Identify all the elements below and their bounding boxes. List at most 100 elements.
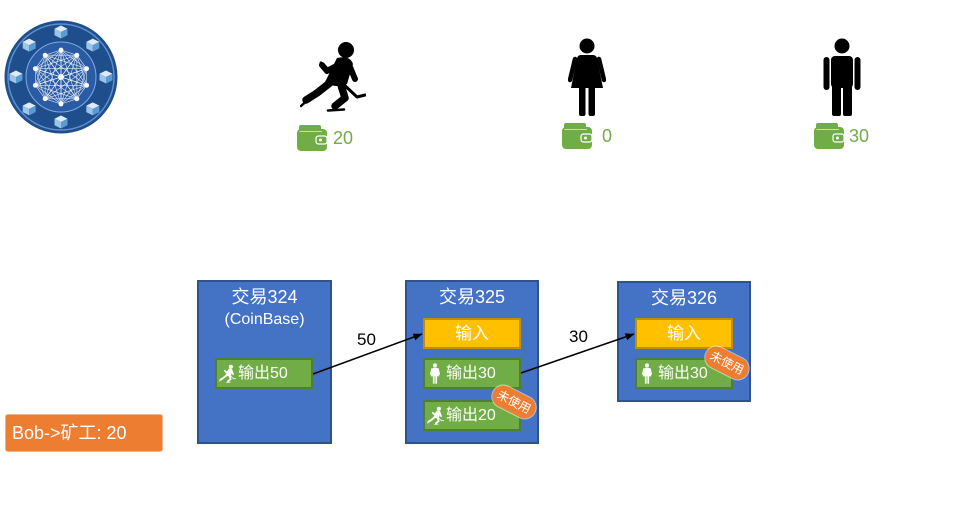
wallet-shape bbox=[814, 123, 844, 149]
cube-left-face bbox=[99, 73, 106, 84]
transaction-output: 输出30 未使用 bbox=[635, 342, 753, 389]
transaction-box-326: 交易326 输入 输出30 未使用 bbox=[617, 281, 753, 402]
transaction-box-325: 交易325 输入 输出30 输出20 未使用 bbox=[405, 280, 540, 444]
network-link bbox=[35, 76, 62, 86]
transaction-input: 输入 bbox=[635, 318, 733, 349]
transaction-box-324: 交易324 (CoinBase) 输出50 bbox=[197, 280, 332, 444]
network-cube-icon bbox=[54, 115, 68, 129]
woman-icon bbox=[568, 38, 606, 116]
output-label: 输出20 bbox=[446, 407, 496, 424]
hockey-player-icon bbox=[219, 364, 236, 383]
cube-right-face bbox=[61, 118, 68, 129]
network-link bbox=[35, 68, 62, 105]
arrow-label-amount: 50 bbox=[357, 330, 376, 349]
logo-outer-ring bbox=[7, 23, 115, 131]
network-link bbox=[44, 54, 62, 78]
network-link bbox=[44, 54, 87, 86]
logo-network bbox=[32, 47, 90, 107]
transaction-output: 输出20 未使用 bbox=[423, 381, 540, 431]
wallet-icon bbox=[814, 123, 844, 149]
network-link bbox=[60, 49, 87, 86]
output-label: 输出50 bbox=[238, 365, 288, 382]
wallet-icon bbox=[297, 125, 327, 151]
network-logo-icon bbox=[4, 20, 118, 134]
cube-right-face bbox=[106, 73, 113, 84]
network-node bbox=[58, 101, 64, 107]
cube-right-face bbox=[16, 73, 23, 84]
cube-right-face bbox=[29, 105, 36, 116]
transaction-output: 输出30 bbox=[423, 358, 521, 389]
cube-right-face bbox=[92, 41, 100, 52]
hockey-player-icon bbox=[427, 406, 444, 425]
network-node bbox=[32, 82, 38, 88]
network-node bbox=[84, 82, 90, 88]
cube-left-face bbox=[22, 41, 30, 52]
network-link bbox=[76, 85, 87, 100]
network-link bbox=[60, 54, 78, 78]
network-link bbox=[35, 68, 62, 78]
transaction-title: 交易324 bbox=[231, 287, 298, 307]
network-cube-icon bbox=[86, 102, 100, 116]
network-link bbox=[45, 98, 62, 105]
wallet-shape bbox=[562, 123, 592, 149]
cube-left-face bbox=[86, 105, 93, 116]
woman-shape bbox=[570, 39, 604, 117]
woman-icon bbox=[642, 363, 652, 384]
cube-right-face bbox=[61, 28, 68, 39]
network-node bbox=[42, 52, 48, 58]
network-link bbox=[60, 76, 78, 100]
network-node bbox=[84, 66, 90, 72]
network-link bbox=[60, 68, 87, 78]
network-node bbox=[58, 47, 64, 53]
arrow-label-amount: 30 bbox=[569, 327, 588, 346]
transfer-note: Bob->矿工: 20 bbox=[5, 414, 163, 452]
network-cube-icon bbox=[9, 70, 23, 84]
network-cube-icon bbox=[22, 38, 36, 52]
transaction-title: 交易326 bbox=[650, 288, 718, 308]
transaction-output: 输出50 bbox=[215, 358, 313, 389]
wallet-balance: 30 bbox=[849, 126, 870, 146]
output-label: 输出30 bbox=[446, 365, 496, 382]
transaction-subtitle: (CoinBase) bbox=[224, 311, 305, 328]
user-woman: 0 bbox=[562, 38, 632, 153]
network-link bbox=[76, 54, 87, 69]
cube-left-face bbox=[9, 73, 16, 84]
network-node bbox=[74, 96, 80, 102]
network-link bbox=[45, 54, 87, 69]
network-link bbox=[60, 49, 77, 56]
cube-left-face bbox=[54, 118, 61, 129]
network-cube-icon bbox=[99, 70, 113, 84]
network-node bbox=[32, 66, 38, 72]
woman-shape bbox=[430, 363, 440, 384]
network-node bbox=[74, 52, 80, 58]
transaction-title: 交易325 bbox=[438, 287, 506, 307]
transaction-input: 输入 bbox=[423, 318, 521, 349]
wallet-icon bbox=[562, 123, 592, 149]
cube-right-face bbox=[92, 105, 100, 116]
user-man: 30 bbox=[814, 38, 884, 153]
woman-icon bbox=[430, 363, 440, 384]
network-link bbox=[45, 49, 62, 56]
network-link bbox=[35, 85, 46, 100]
network-link bbox=[35, 54, 46, 69]
network-node bbox=[42, 96, 48, 102]
network-link bbox=[35, 85, 77, 100]
man-shape bbox=[823, 38, 861, 116]
network-link bbox=[45, 85, 87, 100]
cube-left-face bbox=[22, 105, 30, 116]
network-link bbox=[44, 76, 62, 100]
network-node bbox=[58, 74, 64, 80]
network-link bbox=[60, 68, 87, 105]
output-label: 输出30 bbox=[658, 365, 708, 382]
cube-left-face bbox=[86, 41, 93, 52]
network-link bbox=[60, 98, 77, 105]
wallet-shape bbox=[297, 125, 327, 151]
hockey-player-shape bbox=[427, 406, 444, 425]
network-cube-icon bbox=[86, 38, 100, 52]
network-link bbox=[35, 54, 77, 69]
transfer-note-text: Bob->矿工: 20 bbox=[12, 423, 127, 443]
hockey-player-icon bbox=[300, 40, 366, 112]
cube-left-face bbox=[54, 28, 61, 39]
woman-shape bbox=[642, 363, 652, 384]
logo-cubes bbox=[9, 25, 113, 129]
